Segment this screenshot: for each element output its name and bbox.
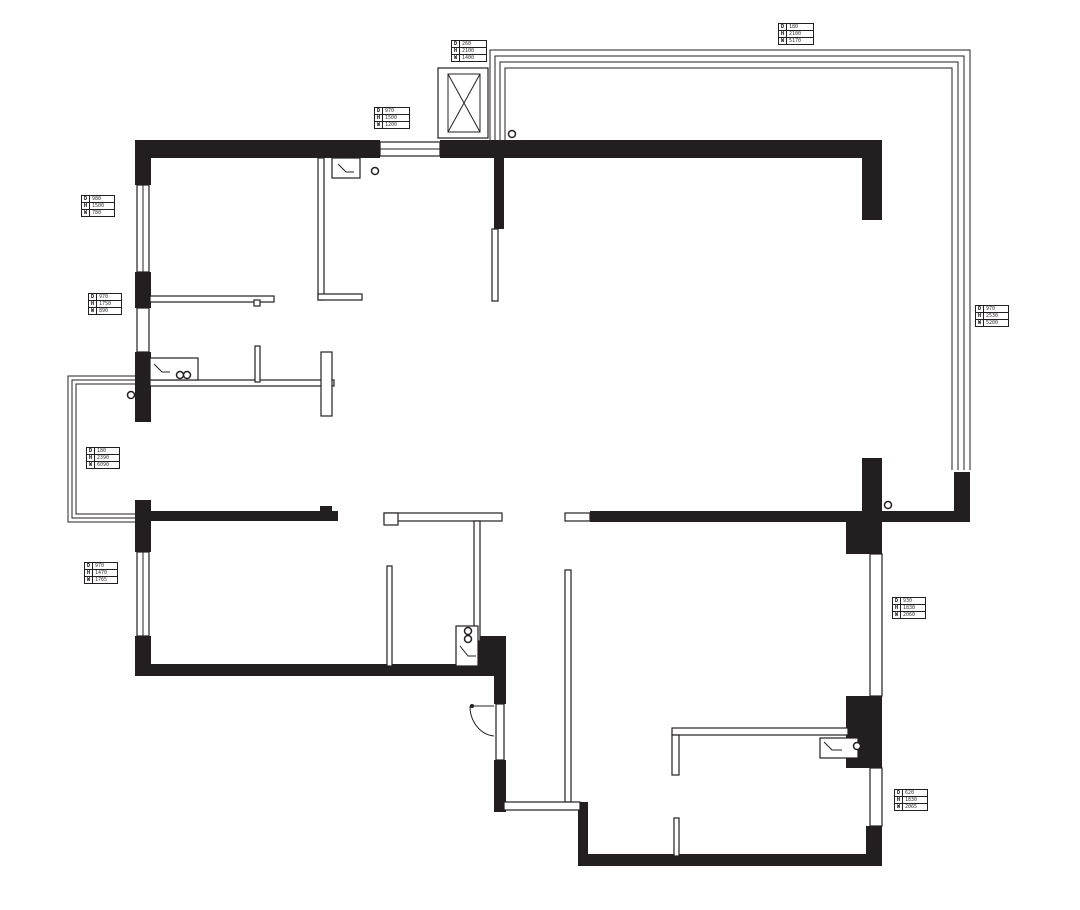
- drain-icon: [126, 129, 893, 751]
- door-swing-icon: [469, 703, 505, 761]
- windows: [136, 141, 441, 637]
- interior-partitions: [149, 157, 883, 857]
- shaft-icon: [437, 67, 489, 139]
- balcony-outline: [489, 49, 971, 470]
- fixtures: [149, 157, 859, 759]
- bay-window: [67, 375, 135, 523]
